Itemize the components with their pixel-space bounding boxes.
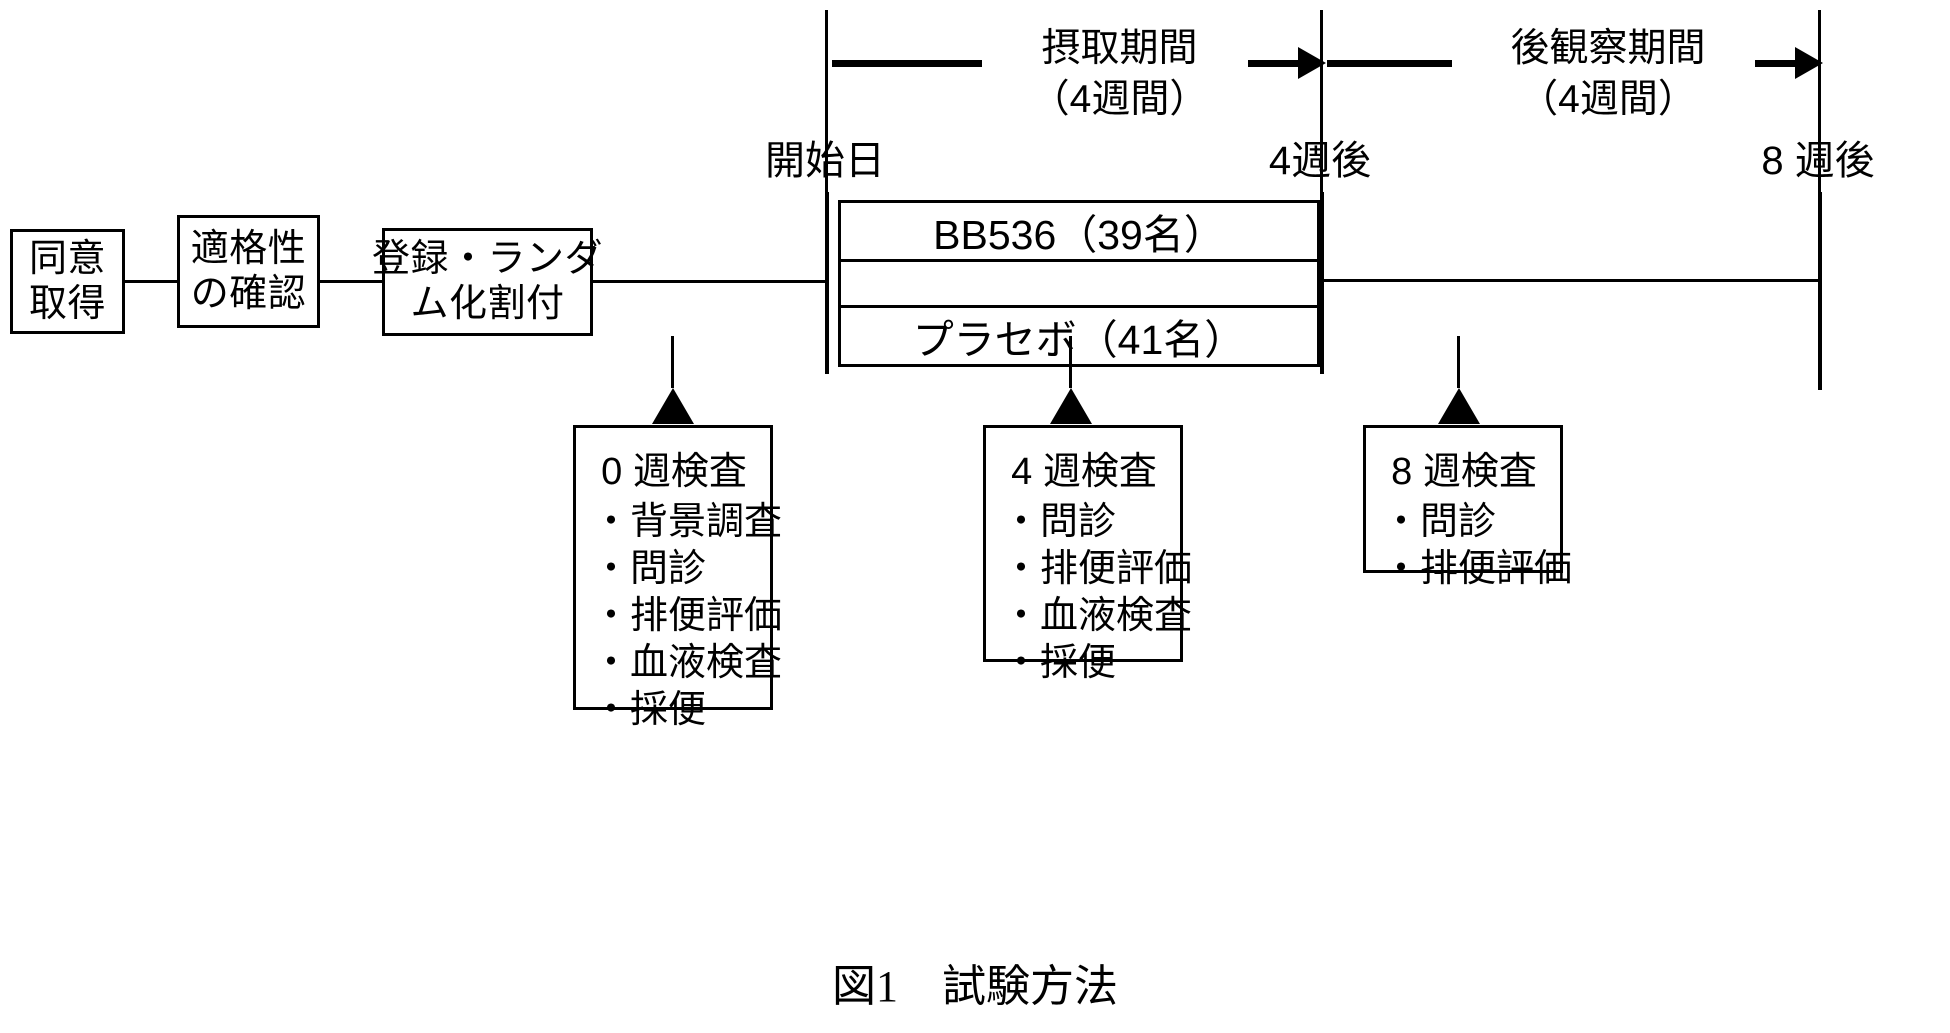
observation-period-arrow-left-segment [1327, 60, 1452, 67]
exam-stem-week8 [1457, 336, 1460, 388]
arm-bar-placebo: プラセボ（41名） [838, 305, 1320, 367]
observation-period-arrow-right-segment [1755, 60, 1803, 67]
exam-box-week0: 0 週検査 ・背景調査 ・問診 ・排便評価 ・血液検査 ・採便 [573, 425, 783, 731]
exam-box-week0-item-1: ・背景調査 [592, 501, 783, 543]
connector-registration-to-arms [593, 280, 825, 283]
timepoint-rule-start [825, 10, 828, 192]
exam-box-week0-item-4: ・血液検査 [592, 642, 783, 685]
arm-bar-bb536: BB536（39名） [838, 200, 1320, 262]
exam-box-week8-item-2: ・排便評価 [1382, 548, 1573, 591]
exam-box-week4-item-1: ・問診 [1002, 501, 1117, 543]
stage-box-registration-line-2: ム化割付 [410, 283, 565, 325]
stage-box-registration-line-1: 登録・ランダ [372, 238, 604, 281]
stage-box-eligibility-line-2: の確認 [190, 272, 307, 315]
exam-box-week8-item-1: ・問診 [1382, 501, 1497, 543]
exam-box-week0-item-3: ・排便評価 [592, 595, 783, 638]
exam-box-week8: 8 週検査 ・問診 ・排便評価 [1363, 425, 1572, 590]
exam-box-week8-title: 8 週検査 [1391, 451, 1537, 493]
exam-box-week4-item-2: ・排便評価 [1002, 548, 1193, 591]
exam-box-week0-item-2: ・問診 [592, 548, 707, 591]
connector-consent-to-eligibility [125, 280, 177, 283]
stage-box-eligibility-line-1: 適格性 [190, 227, 307, 270]
timepoint-label-week4: 4週後 [1268, 139, 1372, 183]
intake-period-arrow-left-segment [832, 60, 982, 67]
stage-box-consent-line-2: 取得 [28, 282, 106, 325]
intake-period-label: 摂取期間 （4週間） [982, 24, 1257, 125]
stage-box-eligibility: 適格性 の確認 [177, 215, 320, 328]
timepoint-label-start: 開始日 [765, 139, 885, 183]
arm-bar-gap [838, 262, 1320, 312]
exam-box-week0-title: 0 週検査 [601, 451, 747, 493]
observation-period-arrowhead-icon [1795, 47, 1823, 79]
figure-caption: 図1 試験方法 [832, 962, 1118, 1011]
exam-box-week4-title: 4 週検査 [1011, 451, 1157, 493]
observation-period-name: 後観察期間 [1510, 27, 1706, 70]
intake-period-arrow-right-segment [1248, 60, 1306, 67]
exam-marker-triangle-week4-icon [1050, 388, 1092, 424]
timepoint-rule-week8-lower [1818, 192, 1822, 390]
arm-bracket-rule-week4 [1320, 192, 1324, 374]
exam-box-week4-item-3: ・血液検査 [1002, 595, 1193, 638]
timepoint-label-week8: 8 週後 [1761, 139, 1875, 183]
connector-eligibility-to-registration [320, 280, 382, 283]
intake-period-name: 摂取期間 [1041, 27, 1198, 70]
connector-arms-to-week8-top [1320, 279, 1818, 282]
timepoint-rule-week4 [1320, 10, 1323, 192]
exam-stem-week0 [671, 336, 674, 388]
intake-period-duration: （4週間） [1030, 77, 1209, 121]
stage-box-consent: 同意 取得 [10, 229, 125, 334]
arm-bracket-rule-start [825, 192, 829, 374]
exam-box-week4: 4 週検査 ・問診 ・排便評価 ・血液検査 ・採便 [983, 425, 1193, 684]
exam-marker-triangle-week8-icon [1438, 388, 1480, 424]
observation-period-label: 後観察期間 （4週間） [1452, 24, 1764, 125]
exam-box-week0-item-5: ・採便 [592, 689, 707, 732]
exam-stem-week4 [1069, 336, 1072, 388]
stage-box-consent-line-1: 同意 [28, 237, 106, 280]
exam-marker-triangle-week0-icon [652, 388, 694, 424]
stage-box-registration: 登録・ランダ ム化割付 [372, 228, 603, 336]
exam-box-week4-item-4: ・採便 [1002, 642, 1117, 685]
intake-period-arrowhead-icon [1298, 47, 1326, 79]
timepoint-rule-week8 [1818, 10, 1821, 192]
observation-period-duration: （4週間） [1519, 77, 1697, 121]
